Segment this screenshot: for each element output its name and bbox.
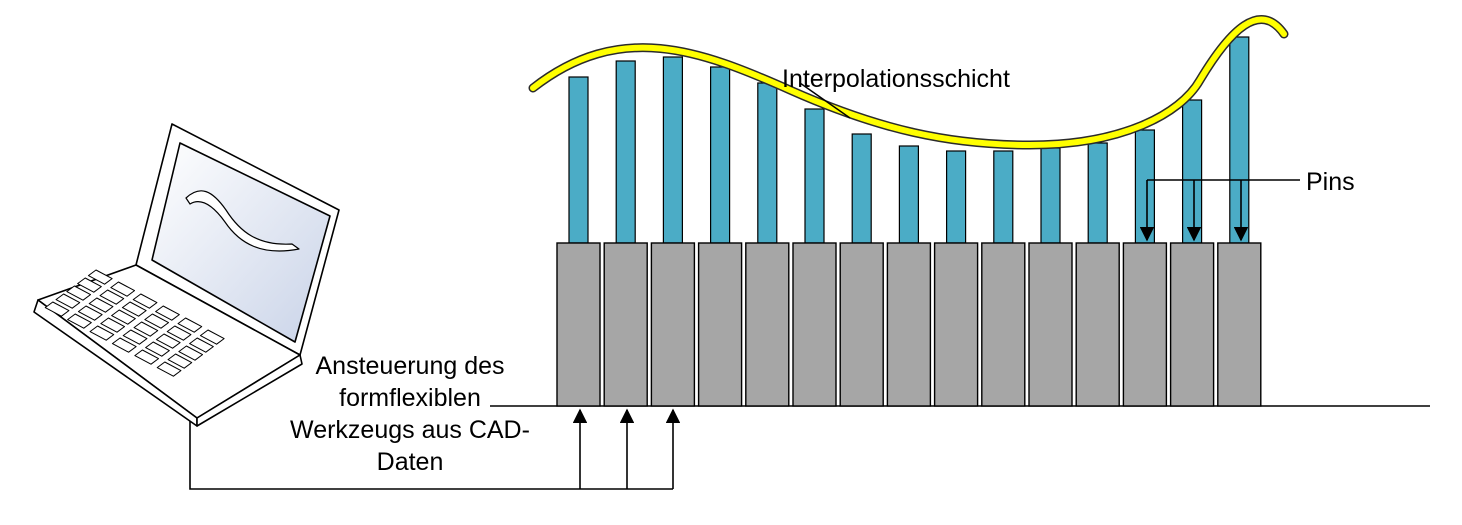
keyboard-key [77, 277, 102, 293]
control-label-line: formflexiblen [339, 384, 481, 412]
keyboard-key [177, 317, 203, 333]
keyboard-key [178, 345, 203, 361]
pin-rod [709, 66, 731, 244]
keyboard-key [156, 361, 182, 377]
pin-rod [662, 56, 684, 244]
keyboard-key [44, 301, 70, 317]
pin-base [839, 242, 884, 407]
keyboard-key [77, 305, 103, 321]
pin-rod [993, 150, 1014, 244]
pin-rod [568, 76, 589, 244]
keyboard-key [121, 301, 147, 317]
keyboard-key [100, 317, 125, 333]
keyboard-key [132, 293, 158, 309]
keyboard-key [111, 337, 137, 353]
keyboard-key [145, 341, 170, 357]
pin-base [1075, 242, 1120, 407]
pin-rod [851, 133, 872, 244]
keyboard-key [133, 321, 159, 337]
pin-bases [556, 242, 1262, 407]
keyboard-key [88, 297, 114, 313]
pins-label: Pins [1306, 168, 1355, 196]
pin-base [981, 242, 1026, 407]
keyboard-key [189, 337, 214, 353]
keyboard-key [111, 309, 136, 325]
pin-rod [898, 145, 920, 244]
pin-base [1122, 242, 1168, 407]
pin-rod [1040, 147, 1061, 244]
pin-rod [1229, 36, 1250, 244]
control-label-line: Ansteuerung des [315, 352, 505, 380]
pin-base [792, 242, 837, 407]
pin-base [697, 242, 743, 407]
pin-base [603, 242, 648, 407]
keyboard-key [199, 329, 225, 345]
keyboard-key [67, 313, 92, 329]
keyboard-key [66, 285, 91, 301]
pin-base [650, 242, 696, 407]
keyboard-key [89, 325, 115, 341]
interpolation-leader-line [799, 82, 851, 119]
pin-rod [804, 108, 825, 244]
pin-rod [615, 60, 636, 244]
keyboard-key [166, 325, 192, 341]
pin-rod [1134, 129, 1156, 244]
control-label: Ansteuerung des formflexiblen Werkzeugs … [265, 350, 555, 478]
pin-base [556, 242, 601, 407]
keyboard-key [144, 313, 169, 329]
interpolation-layer [528, 15, 1289, 150]
pin-base [1169, 242, 1215, 407]
keyboard-key [167, 353, 193, 369]
keyboard-key [155, 333, 181, 349]
pin-base [1028, 242, 1073, 407]
keyboard-key [99, 289, 125, 305]
pins-pointer [1139, 179, 1300, 242]
control-label-line: Werkzeugs aus CAD- [290, 416, 530, 444]
keyboard-key [87, 269, 113, 285]
pin-base [886, 242, 932, 407]
keyboard-key [134, 349, 159, 365]
keyboard-key [155, 305, 180, 321]
interpolation-layer-curve [530, 16, 1287, 149]
control-connection [189, 408, 681, 490]
pin-base [1217, 242, 1262, 407]
keyboard [44, 269, 225, 377]
control-label-line: Daten [376, 448, 444, 476]
interpolation-layer-label: Interpolationsschicht [782, 65, 1010, 93]
laptop-icon [33, 123, 340, 427]
keyboard-key [55, 293, 81, 309]
pin-base [933, 242, 979, 407]
keyboard-key [110, 281, 135, 297]
pin-rod [945, 150, 967, 244]
pin-base [745, 242, 790, 407]
pin-rod [757, 82, 778, 244]
keyboard-key [122, 329, 148, 345]
pin-rod [1181, 99, 1203, 244]
pin-tops [568, 36, 1250, 244]
pin-rod [1087, 142, 1108, 244]
